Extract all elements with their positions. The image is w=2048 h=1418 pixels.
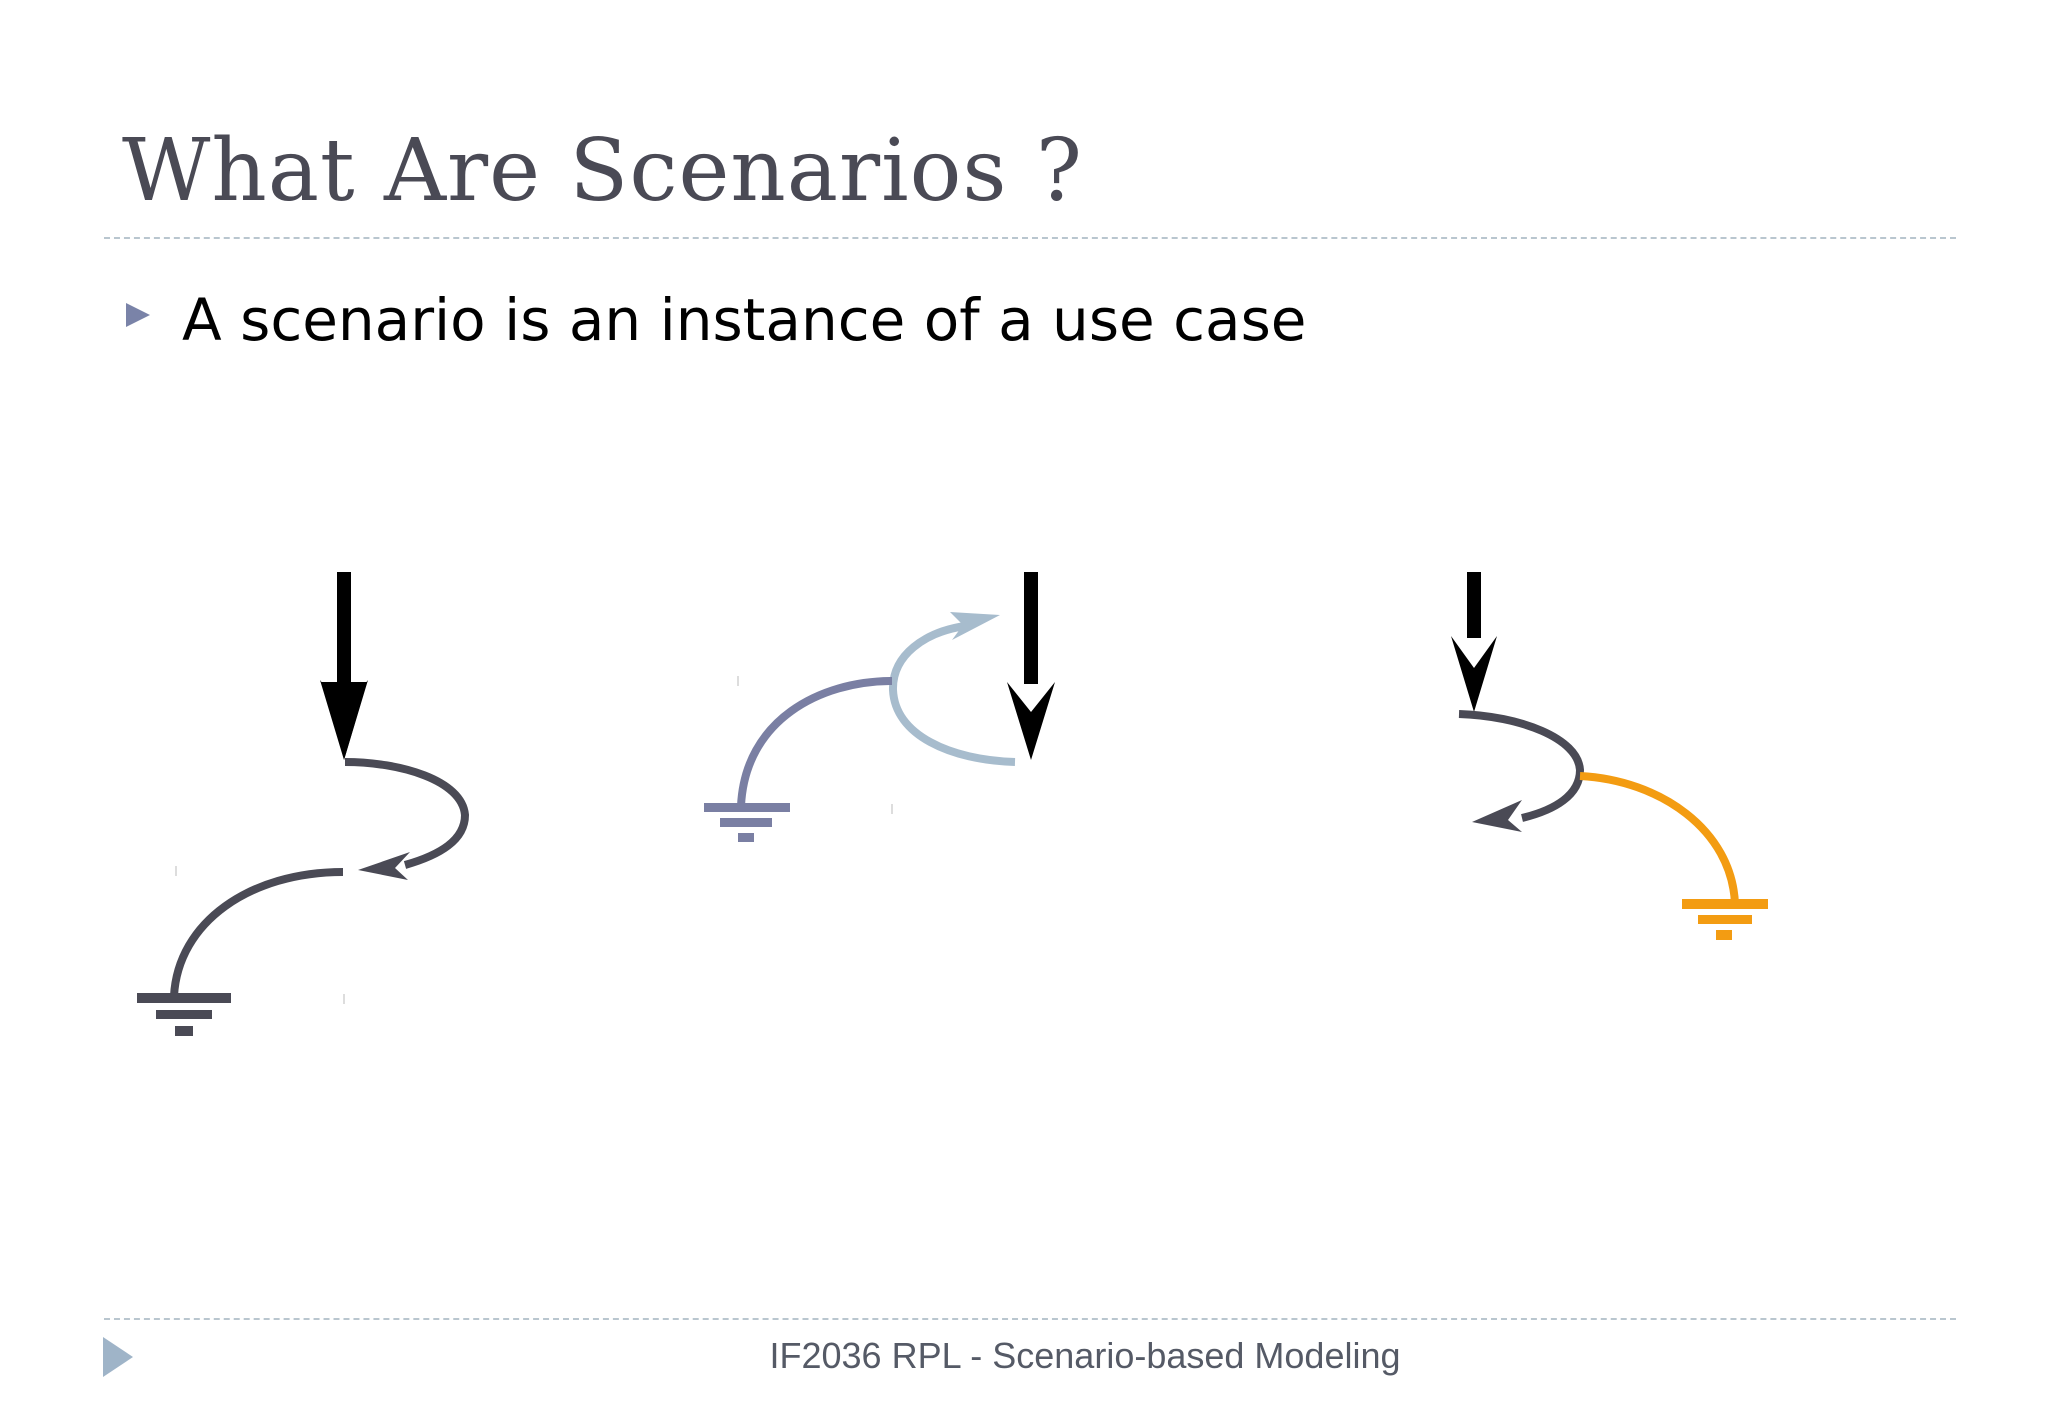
flow-arrowhead (950, 612, 1000, 640)
flow-curve (1458, 710, 1585, 822)
bullet-text: A scenario is an instance of a use case (182, 286, 1307, 354)
bullet-triangle-icon (126, 303, 150, 327)
scenario-1-group (137, 572, 470, 1036)
footer-text: IF2036 RPL - Scenario-based Modeling (769, 1335, 1401, 1376)
scenario-3-group (1451, 572, 1768, 940)
flow-curve (170, 868, 344, 997)
flow-arrowhead (1472, 800, 1522, 832)
bullet-item: A scenario is an instance of a use case (126, 286, 1307, 354)
start-arrow-icon (1451, 572, 1497, 712)
slide-title: What Are Scenarios ? (122, 121, 1084, 221)
title-divider (104, 237, 1956, 239)
end-ground-icon (1682, 899, 1768, 940)
footer-triangle-icon (103, 1337, 133, 1377)
start-arrow-icon (320, 572, 368, 760)
flow-curve (737, 677, 893, 807)
flow-curve (1579, 772, 1739, 905)
start-arrow-icon (1007, 572, 1055, 760)
end-ground-icon (704, 803, 790, 842)
footer-divider (104, 1318, 1956, 1320)
flow-curve (888, 622, 1016, 766)
end-ground-icon (137, 993, 231, 1036)
flow-arrowhead (358, 852, 410, 880)
scenario-2-group (704, 572, 1055, 842)
flow-curve (344, 758, 470, 869)
